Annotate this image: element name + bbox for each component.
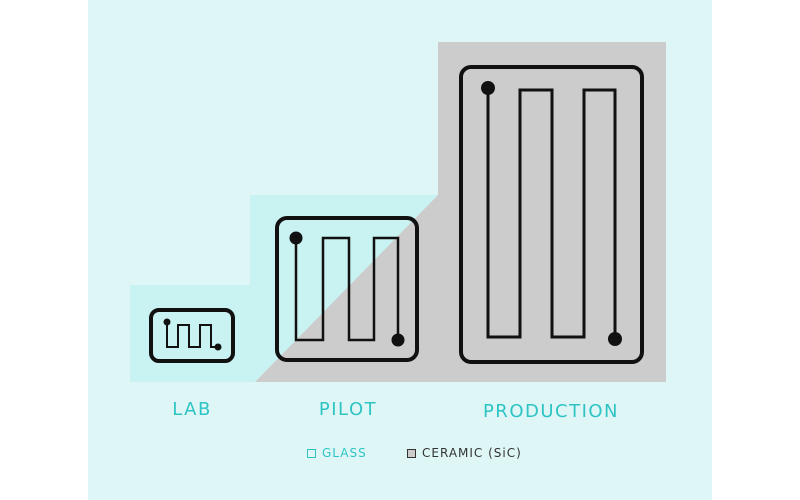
legend-glass-label: GLASS — [322, 446, 367, 460]
pilot-inlet-port — [289, 231, 303, 245]
glass-swatch-icon — [307, 448, 316, 458]
production-reactor-channel — [486, 88, 617, 339]
pilot-reactor-channel — [294, 236, 400, 342]
lab-reactor — [149, 308, 235, 363]
legend-glass: GLASS — [307, 446, 367, 460]
legend-ceramic-label: CERAMIC (SiC) — [422, 446, 522, 460]
lab-reactor-frame — [149, 308, 235, 363]
production-inlet-port — [481, 81, 495, 95]
pilot-reactor — [275, 216, 419, 362]
lab-reactor-channel — [166, 322, 218, 348]
lab-label: LAB — [172, 399, 212, 420]
lab-inlet-port — [163, 318, 171, 326]
ceramic-swatch-icon — [407, 448, 416, 458]
pilot-reactor-frame — [275, 216, 419, 362]
pilot-label: PILOT — [318, 399, 378, 420]
pilot-outlet-port — [391, 333, 405, 347]
production-label: PRODUCTION — [482, 401, 620, 422]
production-reactor-frame — [459, 65, 644, 364]
production-outlet-port — [608, 332, 622, 346]
production-reactor — [459, 65, 644, 364]
lab-outlet-port — [214, 343, 222, 351]
legend-ceramic: CERAMIC (SiC) — [407, 446, 522, 460]
